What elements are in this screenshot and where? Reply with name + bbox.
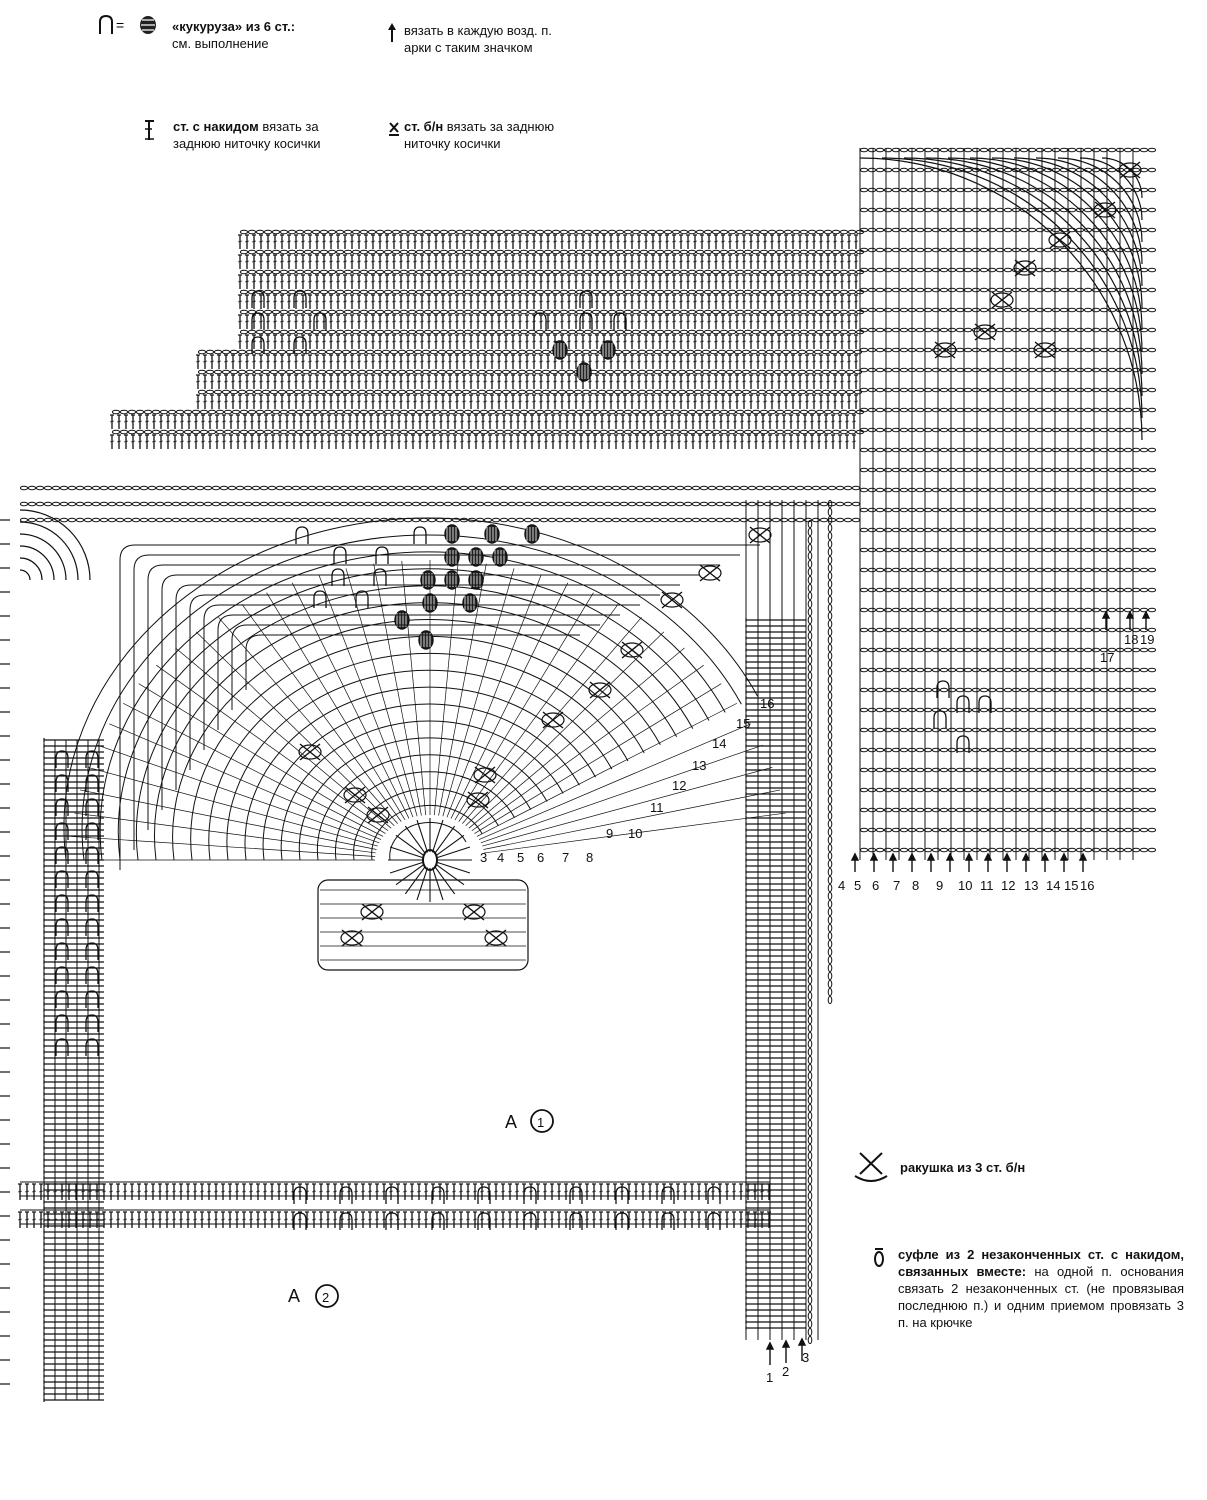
sc-back-loop-icon xyxy=(389,122,399,136)
row-number-right: 10 xyxy=(958,878,972,893)
row-number-center: 10 xyxy=(628,826,642,841)
corn-stitch-icon: = xyxy=(99,14,156,34)
row-number-right-side: 17 xyxy=(1100,650,1114,665)
row-number-right: 13 xyxy=(1024,878,1038,893)
puff-legend-text: на одной п. основания связать 2 незаконч… xyxy=(898,1264,1184,1330)
row-number-center: 4 xyxy=(497,850,504,865)
label-a2-letter: А xyxy=(288,1286,300,1306)
row-number-center: 14 xyxy=(712,736,726,751)
legend-arrow: вязать в каждую возд. п. арки с таким зн… xyxy=(386,22,586,56)
dc-legend-bold: ст. с накидом xyxy=(173,119,259,134)
row-number-center: 11 xyxy=(650,800,664,815)
row-number-right: 6 xyxy=(872,878,879,893)
sc-legend-bold: ст. б/н xyxy=(404,119,444,134)
row-number-right: 16 xyxy=(1080,878,1094,893)
legend-corn: = «кукуруза» из 6 ст.: см. выполнение xyxy=(96,14,326,52)
row-number-center: 13 xyxy=(692,758,706,773)
row-number-center: 3 xyxy=(480,850,487,865)
corn-legend-bold: «кукуруза» из 6 ст.: xyxy=(172,19,296,34)
legend-puff: суфле из 2 незаконченных ст. с накидом, … xyxy=(872,1246,1192,1331)
row-number-center: 12 xyxy=(672,778,686,793)
row-number-right-side: 18 xyxy=(1124,632,1138,647)
row-number-right: 4 xyxy=(838,878,845,893)
row-number-center: 8 xyxy=(586,850,593,865)
legend-dc-back: ст. с накидом вязать за заднюю ниточку к… xyxy=(143,118,363,152)
row-number-right: 14 xyxy=(1046,878,1060,893)
label-a2-number: 2 xyxy=(322,1290,329,1305)
row-number-right: 12 xyxy=(1001,878,1015,893)
legend-sc-back: ст. б/н вязать за заднюю ниточку косички xyxy=(388,118,598,152)
svg-text:=: = xyxy=(116,17,124,33)
row-number-left-bottom: 1 xyxy=(766,1370,773,1385)
row-number-center: 7 xyxy=(562,850,569,865)
corn-legend-text: см. выполнение xyxy=(172,36,269,51)
label-a1-number: 1 xyxy=(537,1115,544,1130)
puff-icon xyxy=(874,1248,884,1267)
arrow-up-icon xyxy=(388,23,396,42)
puff-legend-bold: суфле из 2 незаконченных ст. с накидом, … xyxy=(898,1247,1184,1279)
row-number-right: 11 xyxy=(980,878,994,893)
row-number-center: 9 xyxy=(606,826,613,841)
row-number-right-side: 19 xyxy=(1140,632,1154,647)
shell-legend-bold: ракушка из 3 ст. б/н xyxy=(900,1160,1026,1175)
row-number-left-bottom: 3 xyxy=(802,1350,809,1365)
sc-legend-text: вязать за заднюю ниточку косички xyxy=(404,119,555,151)
row-number-right: 7 xyxy=(893,878,900,893)
legend-shell: ракушка из 3 ст. б/н xyxy=(852,1150,1092,1182)
dc-back-loop-icon xyxy=(145,120,154,140)
label-a1-letter: А xyxy=(505,1112,517,1132)
dc-legend-text: вязать за заднюю ниточку косички xyxy=(173,119,321,151)
row-number-right: 8 xyxy=(912,878,919,893)
row-number-right: 9 xyxy=(936,878,943,893)
row-number-center: 6 xyxy=(537,850,544,865)
row-number-center: 15 xyxy=(736,716,750,731)
row-number-left-bottom: 2 xyxy=(782,1364,789,1379)
shell-icon xyxy=(854,1152,888,1182)
row-number-right: 15 xyxy=(1064,878,1078,893)
arrow-legend-text: вязать в каждую возд. п. арки с таким зн… xyxy=(404,23,552,55)
row-number-center: 5 xyxy=(517,850,524,865)
row-number-center: 16 xyxy=(760,696,774,711)
row-number-right: 5 xyxy=(854,878,861,893)
